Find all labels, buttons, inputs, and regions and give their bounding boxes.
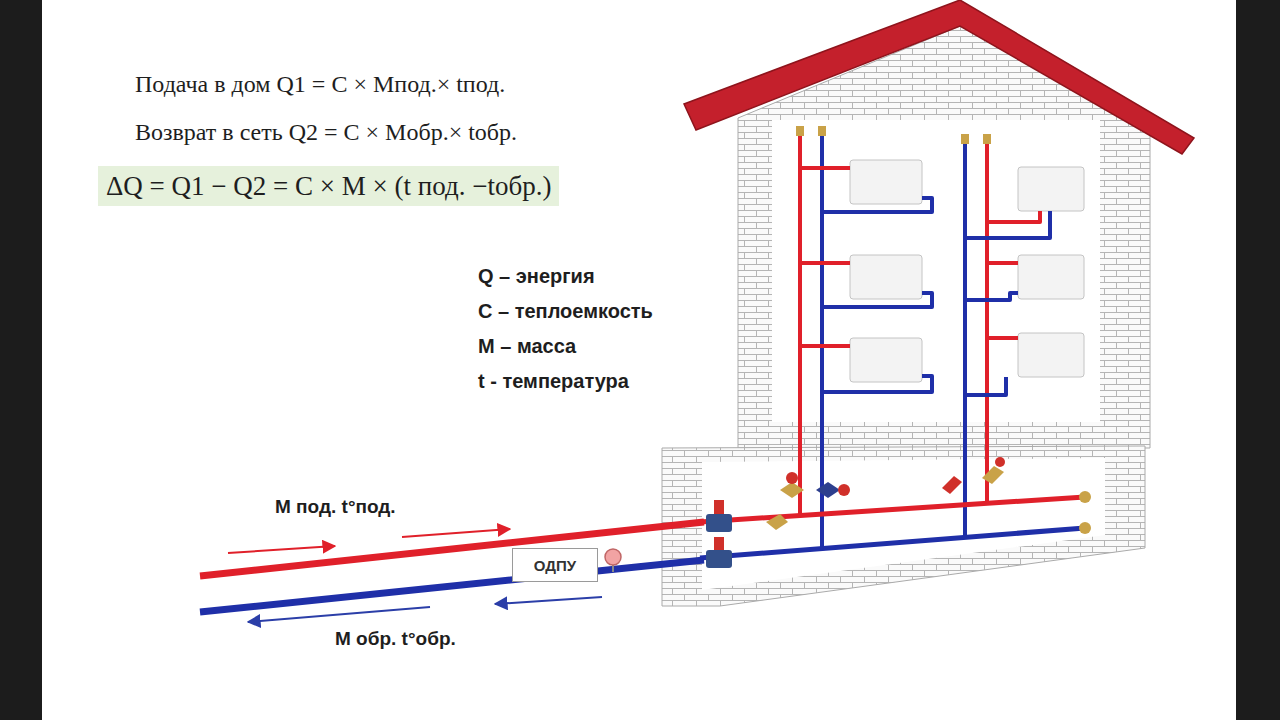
meter-label: ОДПУ xyxy=(534,557,576,574)
supply-branch xyxy=(987,261,1018,265)
valve xyxy=(780,482,804,498)
radiator xyxy=(850,338,922,382)
house-pipes xyxy=(800,134,1050,549)
radiator xyxy=(1018,333,1084,377)
valve-handle xyxy=(714,500,724,514)
supply-branch xyxy=(987,211,1040,222)
air-vent xyxy=(983,134,991,144)
formula: ΔQ = Q1 − Q2 = C × M × (t под. −tобр.) xyxy=(98,166,559,206)
radiator xyxy=(850,255,922,299)
flow-label: M под. t°под. xyxy=(275,496,396,519)
definition: t - температура xyxy=(478,369,629,393)
supply-riser xyxy=(798,134,802,516)
valve-handle xyxy=(838,484,850,496)
return-branch xyxy=(822,198,932,212)
valve-handle xyxy=(786,472,798,484)
radiator xyxy=(850,160,922,204)
basement-valves xyxy=(766,457,1005,530)
formula: Подача в дом Q1 = C × Mпод.× tпод. xyxy=(135,70,505,99)
return-branch xyxy=(965,377,1006,395)
supply-branch xyxy=(987,336,1018,340)
valve-handle xyxy=(714,537,724,550)
valve-body xyxy=(706,550,732,568)
flow-arrow xyxy=(402,529,510,537)
return-main xyxy=(700,528,1085,558)
flow-arrow xyxy=(248,607,430,622)
return-branch xyxy=(822,293,932,307)
formula: Возврат в сеть Q2 = C × Mобр.× tобр. xyxy=(135,118,517,147)
radiator xyxy=(1018,167,1084,211)
roof xyxy=(684,0,1194,154)
air-vents xyxy=(796,126,991,144)
basement-interior xyxy=(702,458,1105,590)
valve-body xyxy=(706,514,732,532)
valve-handle xyxy=(995,457,1005,467)
definition: M – масса xyxy=(478,334,576,358)
supply-riser xyxy=(985,142,989,503)
return-branch xyxy=(822,376,932,392)
supply-branch xyxy=(800,166,850,170)
valve xyxy=(766,514,788,530)
supply-branch xyxy=(800,344,850,348)
return-riser xyxy=(963,142,967,535)
flow-arrow xyxy=(495,597,602,604)
flow-label: M обр. t°обр. xyxy=(335,628,456,651)
supply-main xyxy=(700,497,1085,522)
pipe-cap xyxy=(1079,491,1091,503)
valve xyxy=(942,476,962,494)
gauge-stem xyxy=(612,565,614,572)
radiator xyxy=(1018,255,1084,299)
supply-branch xyxy=(800,261,850,265)
valve xyxy=(816,482,840,498)
pipe-cap xyxy=(1079,522,1091,534)
flow-arrow xyxy=(228,546,335,553)
valve xyxy=(982,466,1004,484)
basement-pipes xyxy=(700,497,1085,558)
return-branch xyxy=(965,293,1018,300)
frame-bar xyxy=(0,0,42,720)
air-vent xyxy=(818,126,826,136)
frame-bar xyxy=(1236,0,1280,720)
gauge xyxy=(605,549,621,565)
entry-valves xyxy=(706,500,732,568)
return-pipe xyxy=(200,560,704,612)
return-branch xyxy=(965,211,1050,238)
air-vent xyxy=(796,126,804,136)
definition: Q – энергия xyxy=(478,264,595,288)
meter-box: ОДПУ xyxy=(512,548,598,582)
air-vent xyxy=(961,134,969,144)
basement-wall xyxy=(662,446,1145,606)
definition: C – теплоемкость xyxy=(478,299,653,323)
